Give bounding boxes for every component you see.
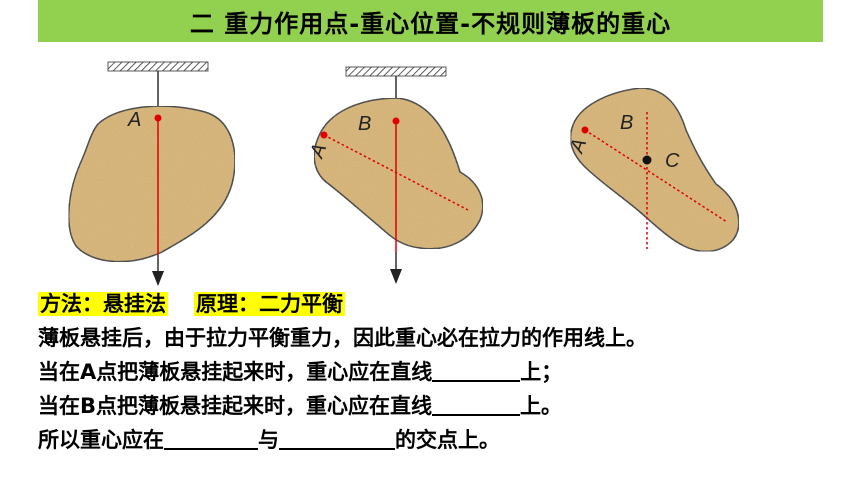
label-b-3: B bbox=[620, 112, 633, 134]
figure-3: B C A bbox=[566, 87, 740, 253]
blank-second-line[interactable] bbox=[279, 426, 395, 450]
point-a-1 bbox=[154, 114, 162, 122]
ceiling-support-2 bbox=[345, 66, 447, 77]
line-a-3 bbox=[584, 129, 728, 223]
text-block: 方法：悬挂法 原理：二力平衡 薄板悬挂后，由于拉力平衡重力，因此重心必在拉力的作用… bbox=[38, 287, 853, 457]
label-a-3: A bbox=[566, 136, 592, 157]
explanation-line: 薄板悬挂后，由于拉力平衡重力，因此重心必在拉力的作用线上。 bbox=[38, 326, 647, 350]
question-b-end: 上。 bbox=[520, 394, 563, 418]
gravity-arrow-head-2 bbox=[390, 269, 402, 284]
question-line-b: 当在B点把薄板悬挂起来时，重心应在直线 上。 bbox=[38, 389, 853, 423]
plate-2 bbox=[313, 97, 484, 250]
conclusion-text: 所以重心应在 bbox=[38, 428, 164, 452]
point-a-3 bbox=[581, 126, 589, 134]
principle-label: 原理：二力平衡 bbox=[194, 292, 345, 316]
blank-line-a[interactable] bbox=[432, 358, 521, 382]
question-line-a: 当在A点把薄板悬挂起来时，重心应在直线 上； bbox=[38, 355, 853, 389]
gravity-arrow-head-1 bbox=[152, 271, 164, 286]
plate-3 bbox=[569, 87, 740, 253]
figure-2: B A bbox=[306, 66, 484, 284]
method-line: 方法：悬挂法 原理：二力平衡 bbox=[38, 287, 853, 321]
blank-line-b[interactable] bbox=[432, 392, 521, 416]
page-title: 二 重力作用点-重心位置-不规则薄板的重心 bbox=[189, 9, 672, 38]
plate-figures: A B A B C A bbox=[68, 61, 740, 286]
plate-1 bbox=[68, 105, 236, 263]
figure-1: A bbox=[68, 61, 236, 286]
conclusion-and: 与 bbox=[258, 428, 279, 452]
blank-first-line[interactable] bbox=[164, 426, 258, 450]
conclusion-end: 的交点上。 bbox=[395, 428, 500, 452]
point-b-2 bbox=[392, 117, 400, 125]
label-a-2: A bbox=[306, 141, 332, 162]
method-label: 方法：悬挂法 bbox=[38, 292, 168, 316]
question-a-end: 上； bbox=[520, 360, 563, 384]
label-b-2: B bbox=[358, 113, 371, 135]
label-a-1: A bbox=[127, 109, 141, 131]
ceiling-support-1 bbox=[107, 61, 209, 72]
title-bar: 二 重力作用点-重心位置-不规则薄板的重心 bbox=[38, 0, 823, 42]
question-b-text: 当在B点把薄板悬挂起来时，重心应在直线 bbox=[38, 394, 433, 418]
question-a-text: 当在A点把薄板悬挂起来时，重心应在直线 bbox=[38, 360, 433, 384]
conclusion-line: 所以重心应在 与 的交点上。 bbox=[38, 423, 853, 457]
point-a-2 bbox=[320, 131, 328, 139]
label-c-3: C bbox=[665, 150, 680, 172]
center-of-gravity-point bbox=[642, 155, 652, 165]
